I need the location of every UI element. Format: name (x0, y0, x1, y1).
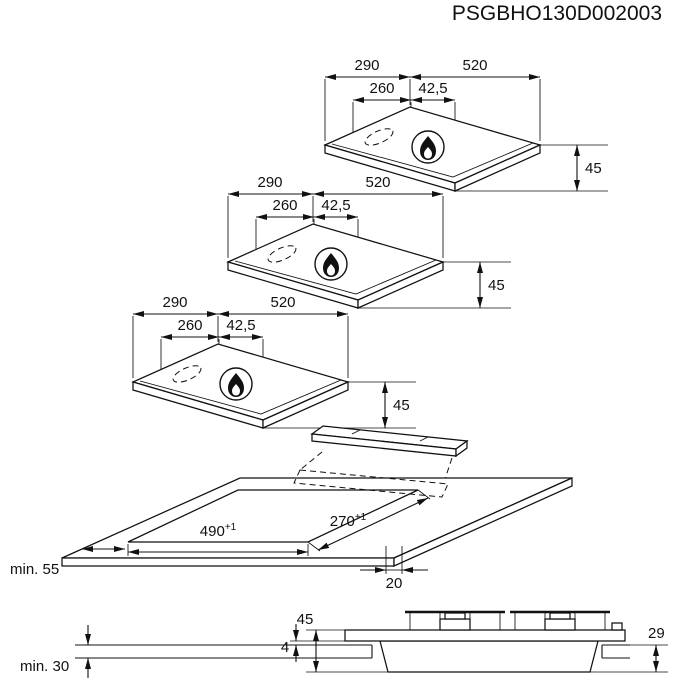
burner-grate-left (405, 610, 505, 631)
hob-isometric-view-2 (228, 174, 511, 308)
dim-label-bracket-gap: 20 (386, 575, 403, 592)
dim-label-section-height: 45 (297, 611, 314, 628)
cross-section-view: 4 45 29 min. 30 (20, 610, 668, 678)
hob-glass-section (344, 629, 626, 642)
hob-isometric-view-3 (133, 294, 416, 428)
mounting-bracket (299, 425, 469, 483)
cutout-depth-value: 270 (330, 513, 355, 530)
burner-grate-right (510, 610, 610, 631)
below-depth-extensions (590, 644, 668, 673)
cutout-length-value: 490 (200, 523, 225, 540)
dim-label-cutout-depth: 270+1 (330, 512, 367, 530)
dim-label-worktop-min: min. 30 (20, 658, 69, 675)
dim-label-side-clearance: min. 55 (10, 561, 59, 578)
worktop-top-view: 490+1 270+1 min. 55 20 (10, 469, 573, 592)
cutout-depth-tolerance: +1 (355, 512, 367, 523)
dim-label-seal-gap: 4 (281, 639, 289, 656)
ignition-element (611, 622, 623, 631)
worktop-section-lines (75, 644, 630, 659)
drawing-reference-title: PSGBHO130D002003 (452, 2, 662, 25)
dim-label-below-depth: 29 (648, 625, 665, 642)
bracket-projection-dashed (293, 469, 449, 498)
dim-line-cutout-depth (317, 497, 429, 551)
cutout-length-tolerance: +1 (225, 522, 237, 533)
worktop-right-edge (393, 477, 573, 567)
dim-label-cutout-length: 490+1 (200, 522, 237, 540)
hob-isometric-view-1 (325, 57, 608, 191)
hob-body-section (379, 640, 599, 673)
height-section-extensions (306, 629, 388, 673)
worktop-front-edge (61, 557, 395, 567)
